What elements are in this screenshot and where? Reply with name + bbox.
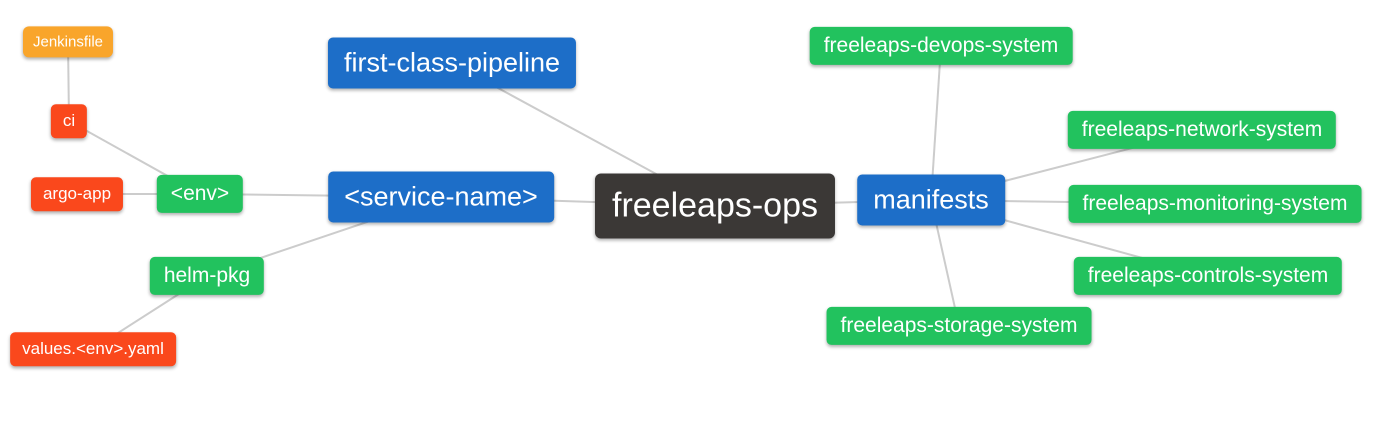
node-first-class-pipeline[interactable]: first-class-pipeline: [327, 37, 577, 89]
node-freeleaps-network-system[interactable]: freeleaps-network-system: [1067, 110, 1337, 150]
node-freeleaps-ops[interactable]: freeleaps-ops: [594, 173, 836, 239]
node-service-name[interactable]: <service-name>: [328, 171, 554, 223]
node-freeleaps-storage-system[interactable]: freeleaps-storage-system: [826, 306, 1092, 346]
node-ci[interactable]: ci: [50, 104, 88, 138]
node-jenkinsfile[interactable]: Jenkinsfile: [22, 26, 114, 58]
node-values-env-yaml[interactable]: values.<env>.yaml: [10, 332, 176, 366]
node-helm-pkg[interactable]: helm-pkg: [149, 256, 265, 296]
node-argo-app[interactable]: argo-app: [30, 177, 124, 211]
node-freeleaps-monitoring-system[interactable]: freeleaps-monitoring-system: [1068, 184, 1362, 224]
node-env[interactable]: <env>: [156, 174, 244, 214]
node-manifests[interactable]: manifests: [857, 174, 1005, 226]
node-freeleaps-controls-system[interactable]: freeleaps-controls-system: [1073, 256, 1343, 296]
edge-line: [930, 45, 942, 201]
node-freeleaps-devops-system[interactable]: freeleaps-devops-system: [809, 26, 1073, 66]
